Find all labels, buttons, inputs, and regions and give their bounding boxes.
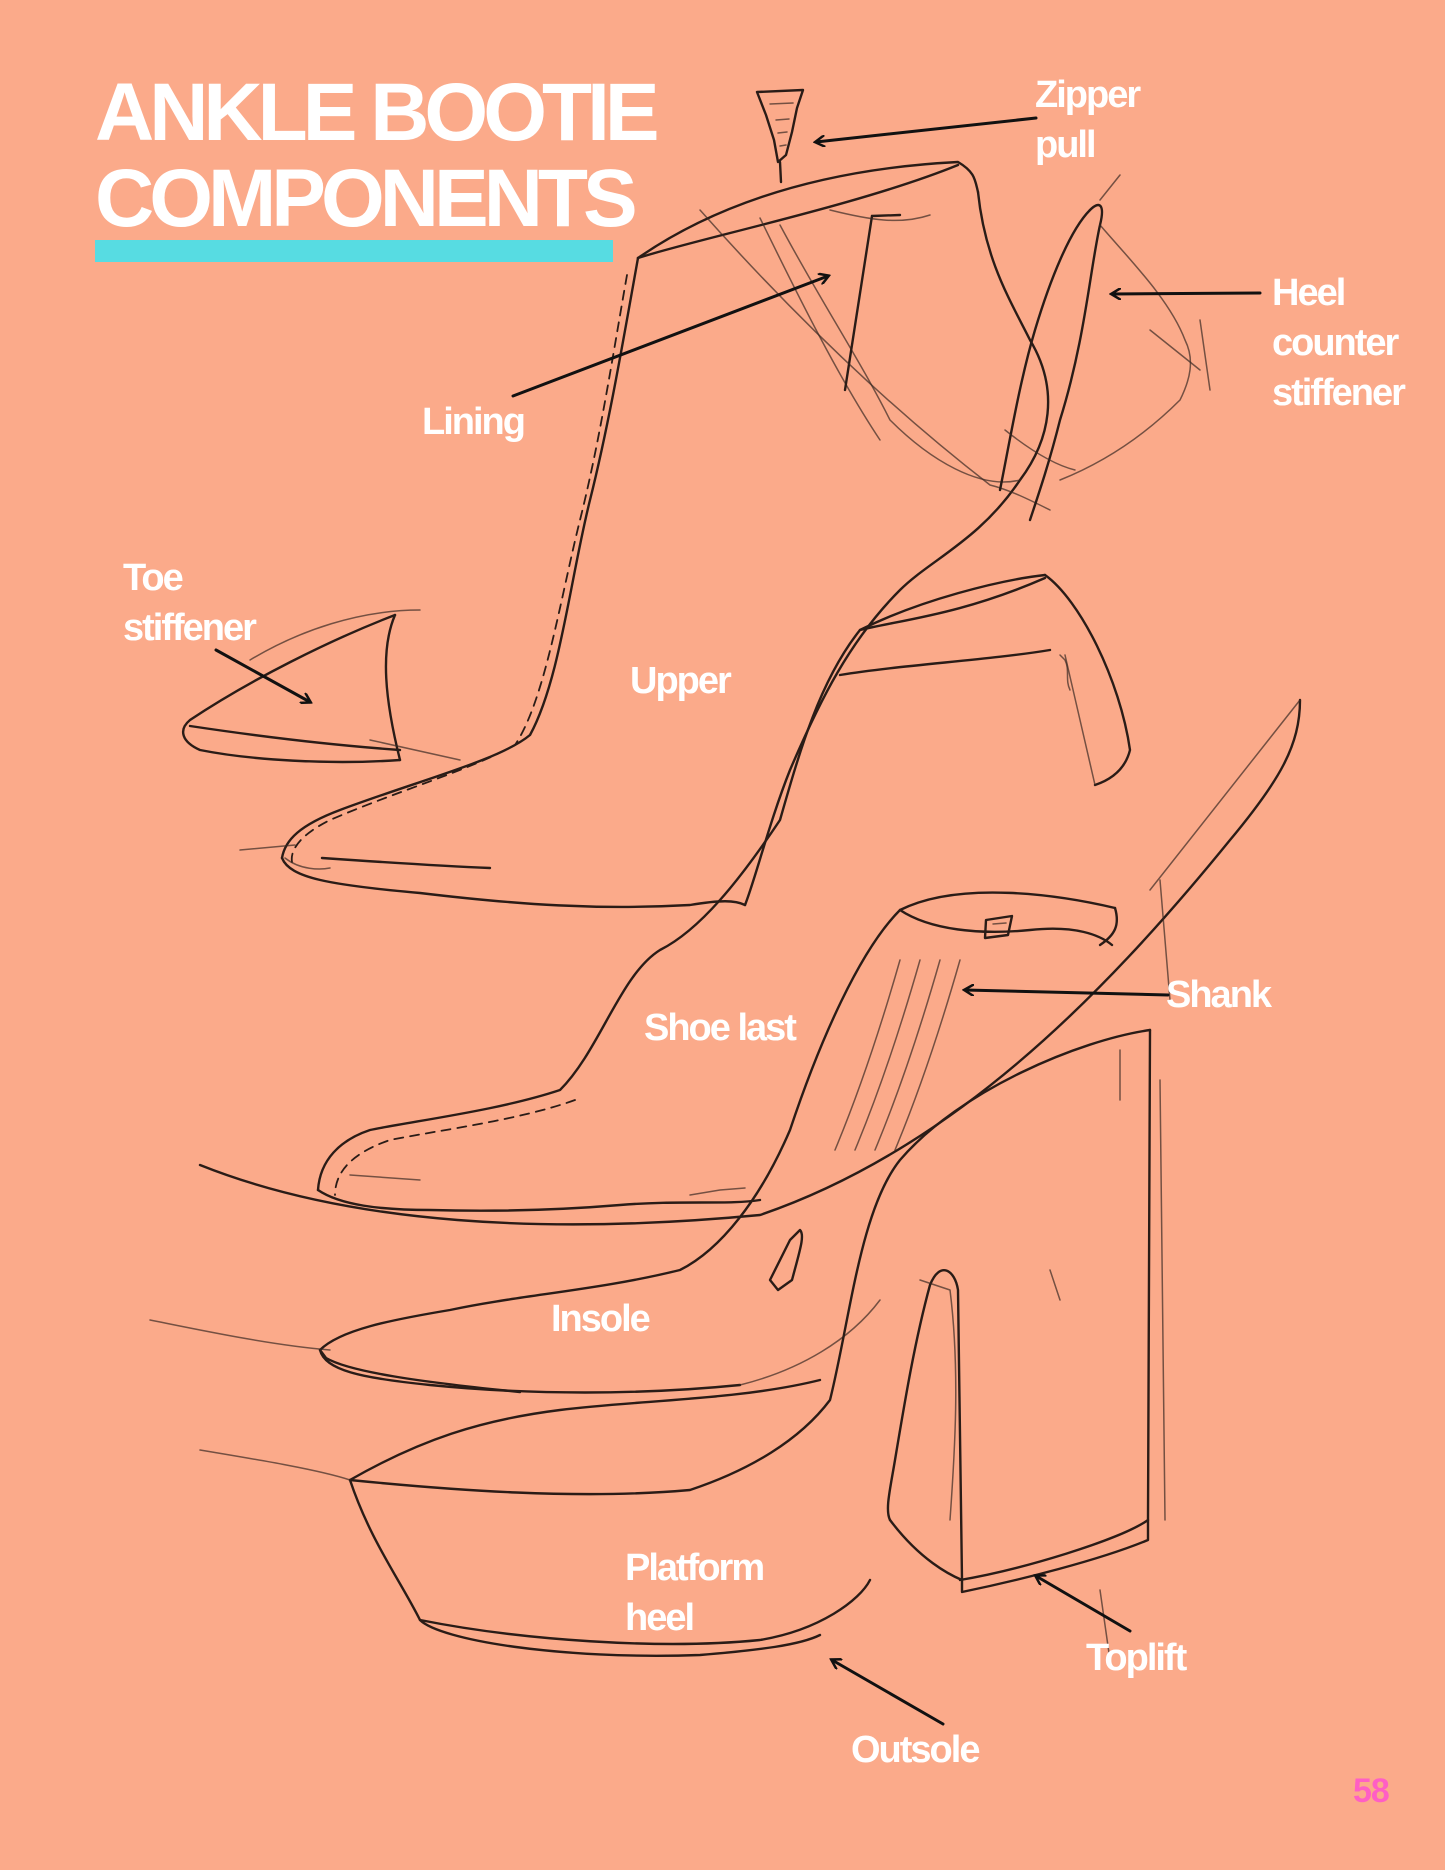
label-platform-heel: Platform heel xyxy=(625,1547,765,1639)
page-title: ANKLE BOOTIE COMPONENTS xyxy=(95,67,660,244)
label-heel-counter-stiffener: Heel counter stiffener xyxy=(1272,272,1406,414)
construction-lines xyxy=(198,329,1302,1226)
heel-counter-drawing xyxy=(998,174,1211,522)
page-number: 58 xyxy=(1353,1772,1390,1810)
insole-shank-drawing xyxy=(149,891,1119,1394)
label-shank: Shank xyxy=(1166,974,1272,1016)
label-shoe-last: Shoe last xyxy=(644,1007,797,1049)
label-toplift: Toplift xyxy=(1086,1637,1187,1679)
label-insole: Insole xyxy=(551,1298,651,1340)
toe-stiffener-drawing xyxy=(181,609,461,870)
label-lining: Lining xyxy=(422,401,526,443)
label-toe-stiffener: Toe stiffener xyxy=(123,557,257,649)
label-zipper-pull: Zipper pull xyxy=(1035,74,1141,166)
title-accent-bar xyxy=(95,240,613,262)
title-line-2: COMPONENTS xyxy=(95,153,638,244)
shoe-last-drawing xyxy=(316,573,1132,1212)
zipper-pull-drawing xyxy=(755,88,805,184)
title-line-1: ANKLE BOOTIE xyxy=(95,67,660,158)
label-upper: Upper xyxy=(630,660,732,702)
upper-drawing xyxy=(280,160,1051,909)
platform-heel-drawing xyxy=(199,879,1171,1661)
callout-arrows xyxy=(214,116,1262,1726)
label-outsole: Outsole xyxy=(851,1729,980,1771)
